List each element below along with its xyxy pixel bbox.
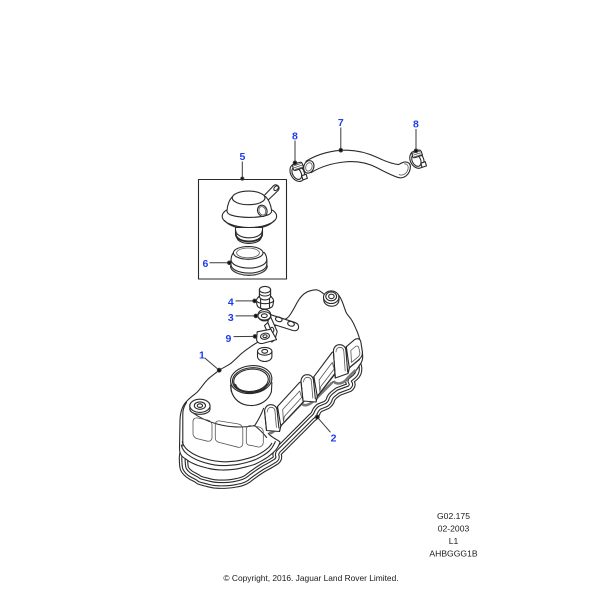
svg-text:2: 2 — [331, 433, 337, 445]
svg-text:4: 4 — [228, 297, 234, 309]
svg-text:02-2003: 02-2003 — [438, 524, 470, 534]
svg-text:9: 9 — [226, 333, 232, 345]
svg-text:L1: L1 — [449, 536, 459, 546]
svg-text:8: 8 — [413, 119, 419, 131]
svg-text:3: 3 — [228, 312, 234, 324]
svg-text:5: 5 — [240, 151, 246, 163]
svg-text:8: 8 — [292, 131, 298, 143]
svg-text:AHBGGG1B: AHBGGG1B — [429, 549, 478, 559]
svg-text:G02.175: G02.175 — [437, 511, 470, 521]
svg-text:6: 6 — [203, 258, 209, 270]
svg-text:1: 1 — [199, 350, 205, 362]
svg-text:7: 7 — [338, 117, 344, 129]
svg-text:© Copyright, 2016. Jaguar Land: © Copyright, 2016. Jaguar Land Rover Lim… — [223, 573, 398, 583]
